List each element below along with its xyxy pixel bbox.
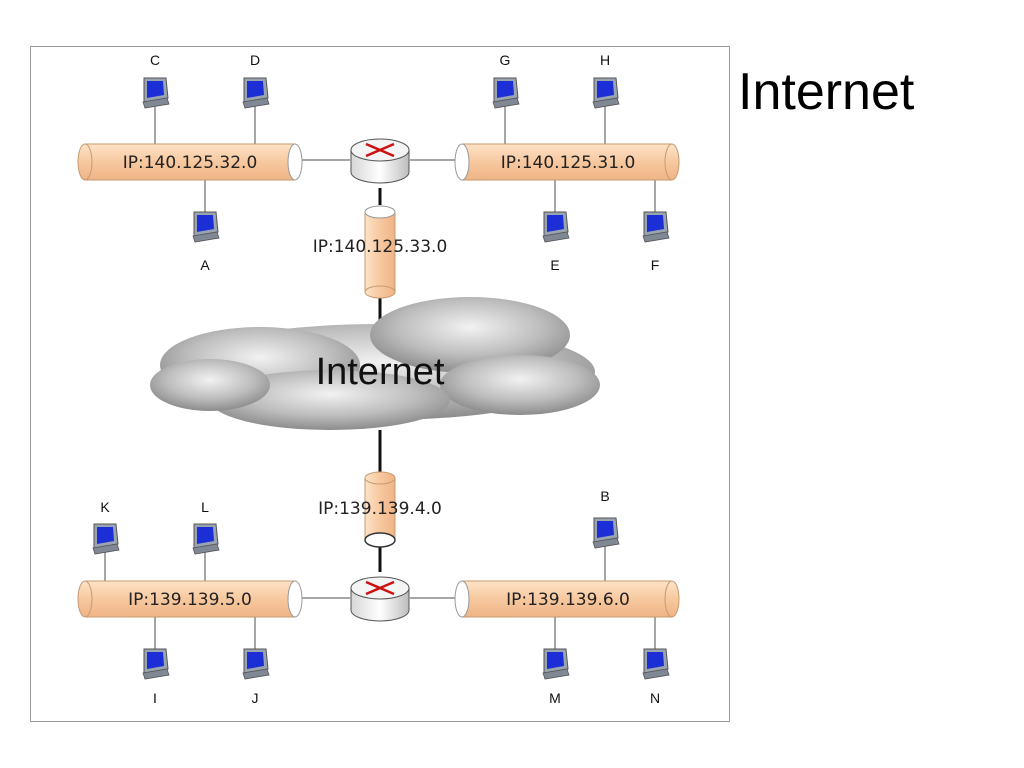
host-h: H	[592, 52, 620, 109]
host-i: I	[142, 648, 170, 706]
cloud-label: Internet	[316, 351, 445, 393]
host-b: B	[592, 488, 620, 549]
host-j: J	[242, 648, 270, 706]
host-label: M	[549, 690, 561, 706]
host-a: A	[192, 211, 220, 273]
host-label: J	[252, 690, 259, 706]
segment-140-125-32: IP:140.125.32.0	[77, 143, 303, 181]
host-label: N	[650, 690, 660, 706]
host-label: E	[550, 257, 559, 273]
host-label: B	[600, 488, 609, 504]
host-n: N	[642, 648, 670, 706]
router-bottom	[350, 576, 410, 622]
host-k: K	[92, 499, 120, 555]
page-title: Internet	[738, 63, 915, 121]
segment-139-139-6: IP:139.139.6.0	[454, 580, 680, 618]
host-label: I	[153, 690, 157, 706]
host-label: D	[250, 52, 260, 68]
segment-label: IP:140.125.31.0	[501, 153, 636, 173]
internet-cloud: Internet	[150, 297, 600, 430]
segment-139-139-5: IP:139.139.5.0	[77, 580, 303, 618]
segment-label: IP:140.125.33.0	[313, 237, 448, 257]
host-l: L	[192, 499, 220, 555]
host-label: H	[600, 52, 610, 68]
segment-140-125-31: IP:140.125.31.0	[454, 143, 680, 181]
segment-label: IP:140.125.32.0	[123, 153, 258, 173]
segment-label: IP:139.139.4.0	[318, 499, 442, 519]
host-label: F	[651, 257, 660, 273]
host-label: A	[200, 257, 210, 273]
host-label: L	[201, 499, 209, 515]
host-label: C	[150, 52, 160, 68]
router-top	[350, 138, 410, 184]
host-label: G	[500, 52, 511, 68]
segment-label: IP:139.139.5.0	[128, 590, 252, 610]
host-f: F	[642, 211, 670, 273]
segment-label: IP:139.139.6.0	[506, 590, 630, 610]
host-e: E	[542, 211, 570, 273]
host-g: G	[492, 52, 520, 109]
host-c: C	[142, 52, 170, 109]
host-d: D	[242, 52, 270, 109]
host-m: M	[542, 648, 570, 706]
segment-139-139-4: IP:139.139.4.0	[318, 471, 442, 548]
host-label: K	[100, 499, 110, 515]
segment-140-125-33: IP:140.125.33.0	[313, 205, 448, 299]
